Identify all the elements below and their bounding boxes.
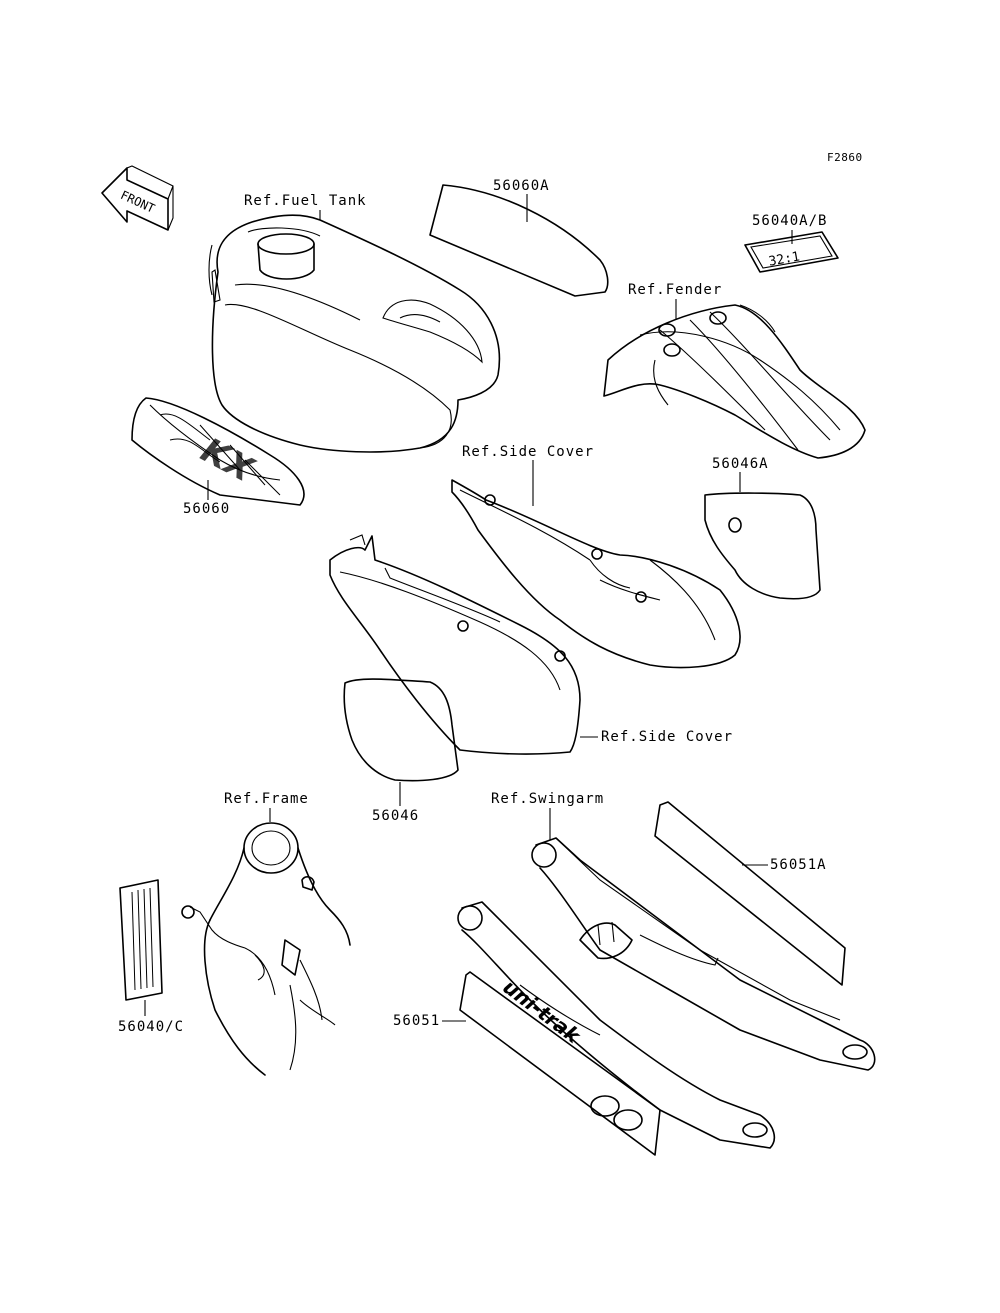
- label-56040C: 56040/C: [118, 1019, 185, 1035]
- swingarm-decal-text: uni-trak: [498, 975, 586, 1049]
- label-ref-fuel-tank: Ref.Fuel Tank: [244, 193, 367, 209]
- figure-code: F2860: [827, 151, 863, 164]
- fuel-tank-decal-text: KX: [194, 430, 261, 491]
- label-ref-side-cover-top: Ref.Side Cover: [462, 444, 595, 460]
- frame: [181, 822, 351, 1076]
- label-ref-frame: Ref.Frame: [224, 791, 309, 807]
- label-56046: 56046: [372, 808, 420, 824]
- decal-56051A: [654, 801, 846, 986]
- decal-56046: [343, 678, 459, 782]
- decal-56040AB: 32:1: [744, 231, 839, 273]
- label-56060A: 56060A: [493, 178, 550, 194]
- label-ref-fender: Ref.Fender: [628, 282, 723, 298]
- label-ref-side-cover-bottom: Ref.Side Cover: [601, 729, 734, 745]
- fuel-tank: [208, 214, 501, 453]
- decal-56040C: [119, 879, 163, 1001]
- decal-56046A: [704, 492, 821, 600]
- label-56040AB: 56040A/B: [752, 213, 828, 229]
- leader-lines: [144, 194, 793, 1022]
- label-56051A: 56051A: [770, 857, 827, 873]
- fuel-tank-decal-56060: KX: [131, 397, 305, 506]
- decal-56051: uni-trak: [459, 971, 661, 1156]
- label-56046A: 56046A: [712, 456, 769, 472]
- side-cover-right: [451, 479, 741, 669]
- rear-fender: [603, 304, 866, 459]
- side-cover-left: [329, 534, 581, 755]
- label-56051: 56051: [393, 1013, 441, 1029]
- label-ref-swingarm: Ref.Swingarm: [491, 791, 605, 807]
- front-arrow-icon: FRONT: [101, 165, 174, 231]
- plate-decal-text: 32:1: [768, 249, 801, 269]
- swingarm: [457, 837, 876, 1149]
- label-56060: 56060: [183, 501, 231, 517]
- decal-56060A: [429, 184, 609, 297]
